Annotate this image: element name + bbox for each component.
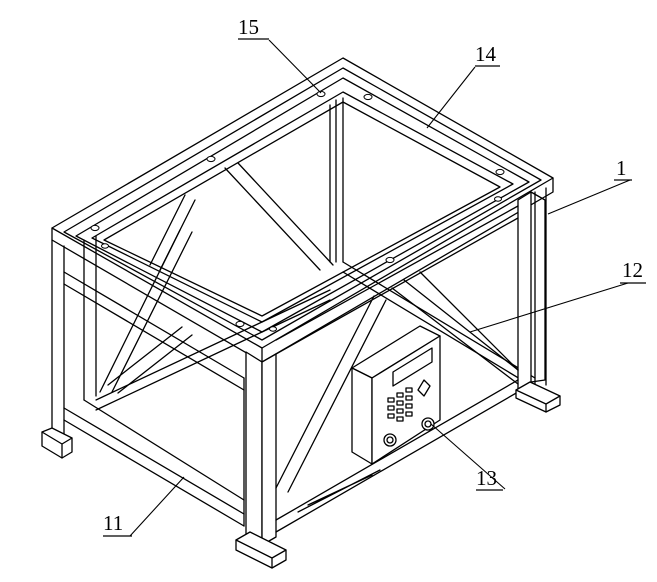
label-13: 13	[476, 466, 497, 490]
mounting-holes	[90, 90, 505, 332]
knob-left	[383, 433, 397, 447]
knob-right	[421, 417, 435, 431]
label-12: 12	[622, 258, 643, 282]
left-side-frame	[51, 239, 245, 527]
feet	[41, 381, 561, 569]
back-bracing	[95, 162, 536, 411]
label-14: 14	[475, 42, 497, 66]
front-corner-post	[245, 351, 277, 546]
label-11: 11	[103, 511, 123, 535]
top-frame	[51, 57, 554, 363]
keypad	[387, 387, 413, 422]
back-legs	[83, 97, 547, 401]
label-1: 1	[616, 156, 627, 180]
display-screen	[392, 347, 433, 387]
direction-pad	[417, 379, 431, 397]
front-right-frame	[275, 191, 546, 533]
control-box	[351, 325, 441, 465]
leader-lines	[129, 39, 631, 537]
label-15: 15	[238, 15, 259, 39]
part-labels: 15 14 1 12 13 11	[103, 15, 646, 537]
